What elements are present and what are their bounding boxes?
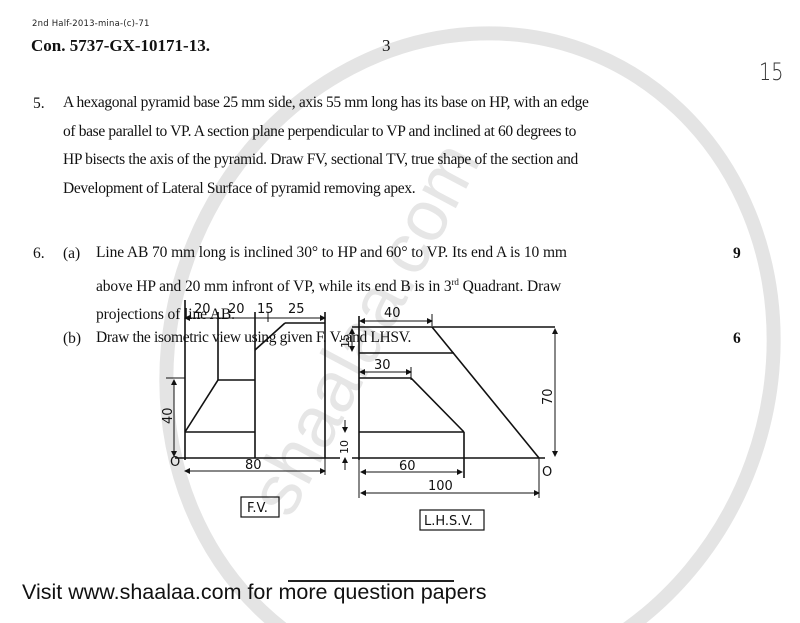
question-6b-label: (b) bbox=[63, 330, 82, 347]
lhsv-dim-30: 30 bbox=[374, 358, 391, 373]
fv-dim-20b: 20 bbox=[228, 302, 245, 317]
question-6b-text: Draw the isometric view using given F. V… bbox=[96, 324, 411, 353]
q5-line-2: of base parallel to VP. A section plane … bbox=[63, 122, 577, 140]
fv-dim-40: 40 bbox=[161, 407, 176, 424]
q6a-line-2: above HP and 20 mm infront of VP, while … bbox=[96, 268, 567, 302]
footer-text: Visit www.shaalaa.com for more question … bbox=[22, 580, 487, 604]
lhsv-dim-100: 100 bbox=[428, 479, 453, 494]
handwritten-mark: 15 bbox=[759, 58, 784, 86]
lhsv-dim-40: 40 bbox=[384, 306, 401, 321]
fv-dim-15: 15 bbox=[257, 302, 274, 317]
q6a-line-2-text: above HP and 20 mm infront of VP, while … bbox=[96, 277, 452, 295]
q5-line-4: Development of Lateral Surface of pyrami… bbox=[63, 179, 416, 197]
lhsv-dim-70: 70 bbox=[541, 388, 556, 405]
lhsv-label: L.H.S.V. bbox=[424, 514, 473, 529]
superscript: rd bbox=[451, 276, 459, 287]
question-6b-marks: 6 bbox=[733, 330, 741, 347]
q5-line-3: HP bisects the axis of the pyramid. Draw… bbox=[63, 151, 578, 168]
q6a-line-2-suffix: Quadrant. Draw bbox=[458, 277, 562, 295]
question-6a-marks: 9 bbox=[733, 245, 741, 262]
page-number: 3 bbox=[382, 36, 391, 55]
lhsv-origin: O bbox=[542, 465, 552, 480]
fv-dim-80: 80 bbox=[245, 458, 262, 473]
q6b-line-1: Draw the isometric view using given F. V… bbox=[96, 329, 411, 346]
con-number: Con. 5737-GX-10171-13. bbox=[31, 36, 210, 55]
fv-dim-20a: 20 bbox=[194, 302, 211, 317]
lhsv-dim-15: 15 bbox=[339, 334, 352, 348]
q6a-line-1: Line AB 70 mm long is inclined 30° to HP… bbox=[96, 244, 567, 261]
lhsv-dim-60: 60 bbox=[399, 459, 416, 474]
fv-origin: O bbox=[170, 455, 180, 470]
question-6a-text: Line AB 70 mm long is inclined 30° to HP… bbox=[96, 239, 567, 330]
paper-code: 2nd Half-2013-mina-(c)-71 bbox=[32, 19, 150, 29]
side-view bbox=[342, 314, 558, 498]
question-6a-label: (a) bbox=[63, 245, 81, 262]
lhsv-dim-10: 10 bbox=[338, 440, 351, 454]
footer-rule bbox=[288, 580, 454, 582]
fv-label-box bbox=[240, 496, 280, 518]
fv-dim-25: 25 bbox=[288, 302, 305, 317]
question-6-number: 6. bbox=[33, 245, 45, 262]
front-view bbox=[166, 300, 340, 475]
fv-label: F.V. bbox=[247, 501, 268, 516]
lhsv-label-box bbox=[419, 509, 485, 531]
question-5-text: A hexagonal pyramid base 25 mm side, axi… bbox=[63, 89, 589, 203]
q5-line-1: A hexagonal pyramid base 25 mm side, axi… bbox=[63, 94, 589, 111]
question-5-number: 5. bbox=[33, 95, 45, 112]
